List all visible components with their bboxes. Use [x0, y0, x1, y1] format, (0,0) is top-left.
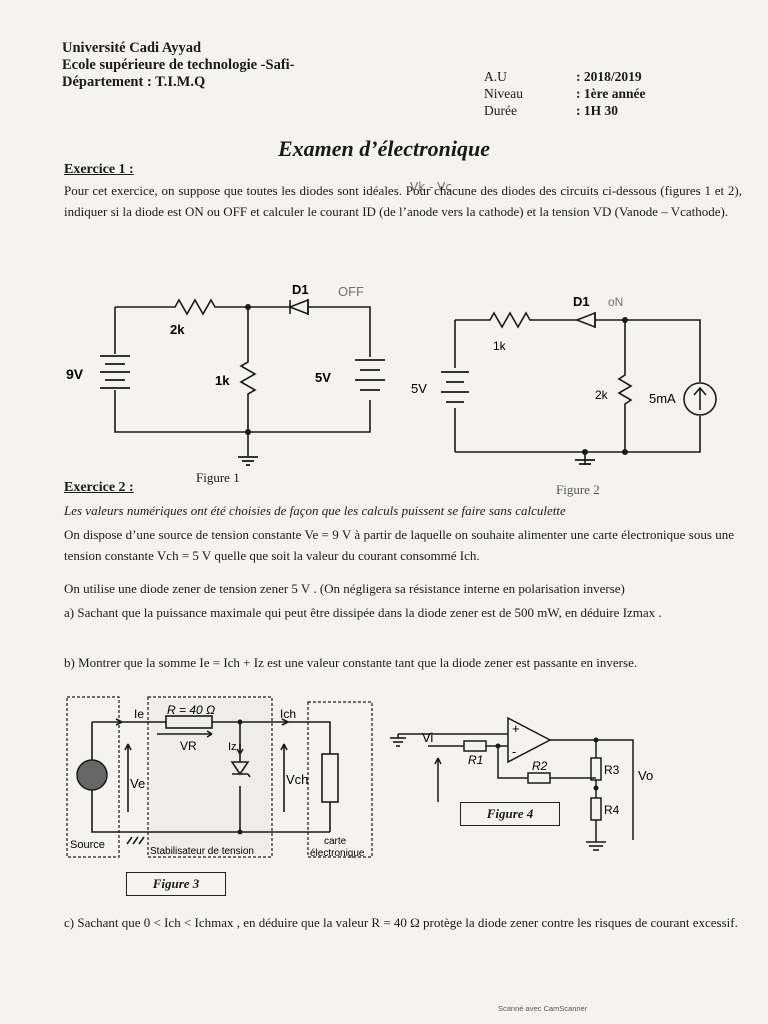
meta-value: : 1H 30 [576, 103, 618, 118]
meta-key: A.U [484, 69, 507, 84]
fig2-source-label: 5mA [649, 391, 676, 406]
figure-1-caption: Figure 1 [196, 470, 240, 485]
fig3-ich-label: Ich [280, 707, 296, 721]
fig3-iz-label: Iz [228, 741, 237, 753]
meta-row: Durée : 1H 30 [484, 102, 645, 119]
fig4-r4-label: R4 [604, 803, 620, 817]
fig4-r3-label: R3 [604, 763, 620, 777]
fig1-v2-label: 5V [315, 370, 331, 385]
question-a: a) Sachant que la puissance maximale qui… [64, 605, 662, 620]
exercise-2-p2: On utilise une diode zener de tension ze… [64, 581, 625, 596]
fig2-diode-label: D1 [573, 294, 590, 309]
fig3-card-label-2: électronique [310, 848, 365, 859]
exam-meta: A.U : 2018/2019 Niveau : 1ère année Durée:… [484, 68, 645, 119]
fig2-r1-label: 1k [493, 339, 507, 353]
fig4-r1-label: R1 [468, 753, 483, 767]
fig4-vi-label: Vi [422, 730, 433, 745]
fig4-plus-label: + [512, 721, 520, 736]
fig3-vch-label: Vch [286, 772, 308, 787]
fig3-source-label: Source [70, 839, 105, 851]
scanner-footer: Scanné avec CamScanner [498, 1004, 588, 1013]
fig4-r2-label: R2 [532, 759, 548, 773]
exercise-2-intro: Les valeurs numériques ont été choisies … [64, 503, 566, 518]
figure-4-circuit: + - Vi R1 R2 R3 R4 Vo [390, 716, 653, 851]
exercise-1-text: Pour cet exercice, on suppose que toutes… [64, 183, 742, 219]
figure-3-caption: Figure 3 [126, 872, 226, 896]
fig3-ve-label: Ve [130, 776, 145, 791]
exercise-1-heading: Exercice 1 : [64, 162, 134, 177]
exercise-2-heading: Exercice 2 : [64, 480, 134, 495]
university-name: Université Cadi Ayyad [62, 40, 202, 56]
exam-title: Examen d’électronique [277, 136, 491, 161]
fig3-vr-label: VR [180, 739, 197, 753]
handwritten-note-vk: Vk - Vc [410, 180, 452, 194]
figure-2-circuit: D1 1k 2k 5V 5mA oN [411, 294, 717, 465]
fig3-card-label-1: carte [324, 836, 347, 847]
department-name: Département : T.I.M.Q [62, 74, 206, 90]
school-name: Ecole supérieure de technologie -Safi- [62, 57, 295, 73]
exercise-2-p1: On dispose d’une source de tension const… [64, 527, 734, 563]
fig1-r2-label: 1k [215, 373, 230, 388]
fig2-v1-label: 5V [411, 381, 427, 396]
fig1-v1-label: 9V [66, 366, 84, 382]
meta-row: A.U : 2018/2019 [484, 68, 645, 85]
figure-2-caption: Figure 2 [556, 482, 600, 497]
fig1-diode-label: D1 [292, 282, 309, 297]
meta-value: : 2018/2019 [576, 69, 642, 84]
handwritten-off: OFF [338, 284, 364, 299]
meta-key: Durée [484, 103, 517, 118]
institution-header: Université Cadi Ayyad Ecole supérieure d… [62, 40, 295, 91]
question-b: b) Montrer que la somme Ie = Ich + Iz es… [64, 655, 638, 670]
fig4-vo-label: Vo [638, 768, 653, 783]
fig3-stabiliser-label: Stabilisateur de tension [150, 846, 254, 857]
meta-row: Niveau : 1ère année [484, 85, 645, 102]
fig3-r-label: R = 40 Ω [167, 703, 215, 717]
figure-3-circuit: R = 40 Ω Ie Ich Iz VR Ve Vch Source Stab… [66, 696, 373, 859]
handwritten-on: oN [608, 295, 623, 309]
figure-4-caption: Figure 4 [460, 802, 560, 826]
fig1-r1-label: 2k [170, 322, 185, 337]
fig2-r2-label: 2k [595, 388, 609, 402]
fig4-minus-label: - [512, 744, 516, 759]
fig3-ie-label: Ie [134, 707, 144, 721]
meta-key: Niveau [484, 86, 523, 101]
figure-1-circuit: D1 2k 1k 9V 5V OFF [66, 282, 385, 466]
question-c: c) Sachant que 0 < Ich < Ichmax , en déd… [64, 915, 738, 930]
meta-value: : 1ère année [576, 86, 646, 101]
